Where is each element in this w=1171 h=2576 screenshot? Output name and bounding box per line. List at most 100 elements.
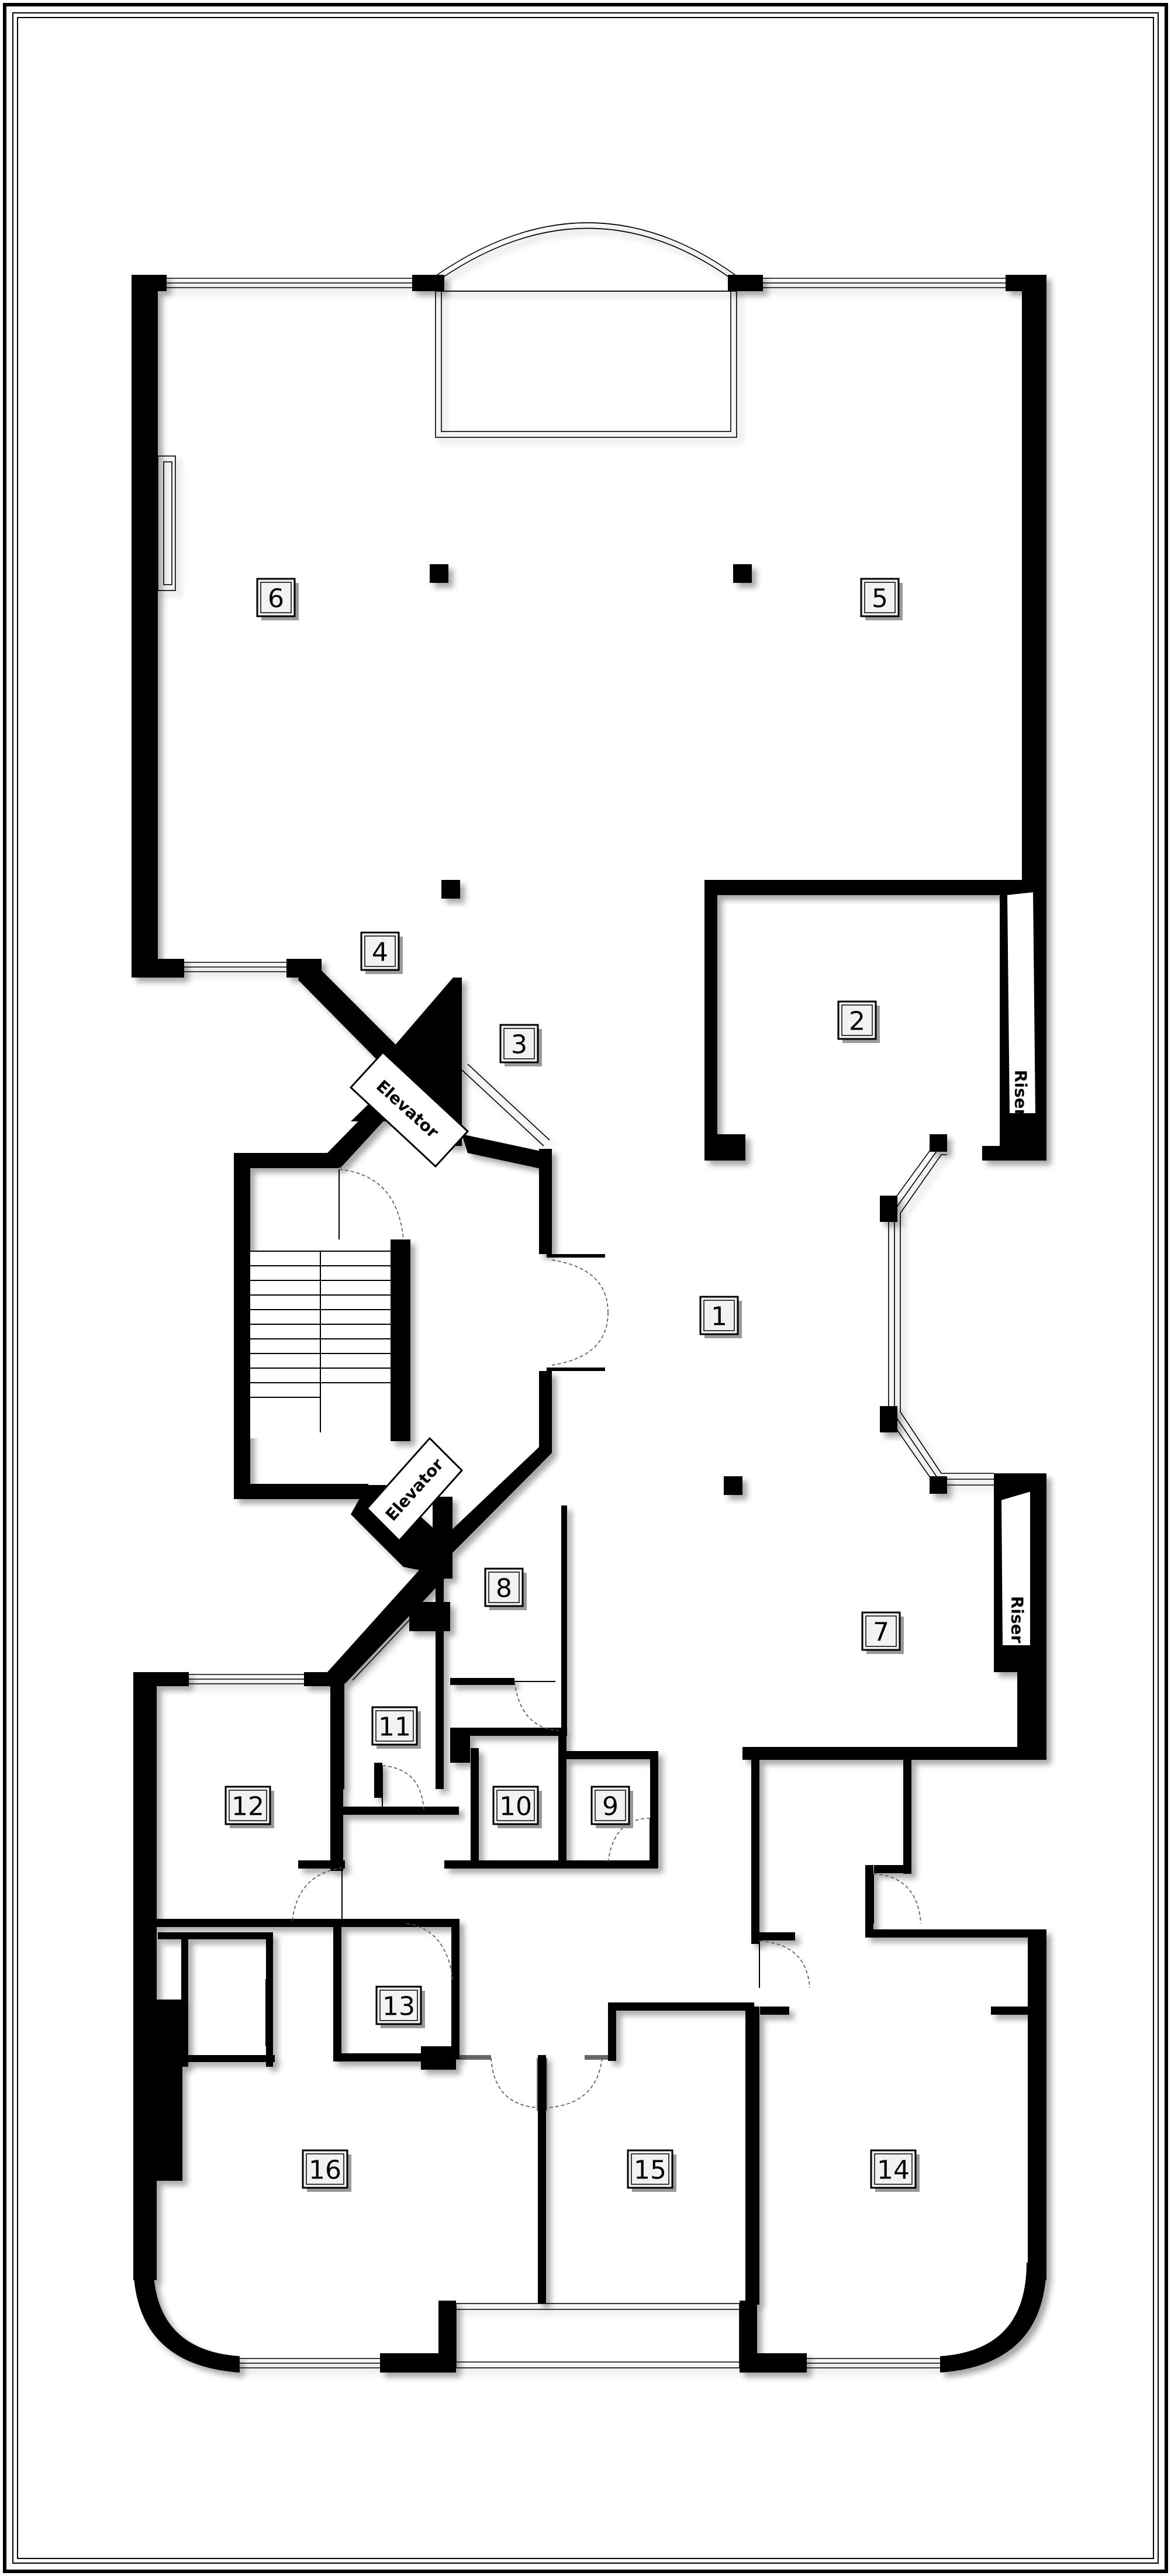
wall-west-upper-foot	[132, 959, 184, 978]
wall-stair-core	[391, 1239, 410, 1441]
room-8-label-box	[484, 1567, 524, 1607]
wall-lobby-east-lower	[539, 1371, 552, 1453]
window-west-room4	[184, 962, 286, 972]
room-9-label: 9	[590, 1786, 633, 1828]
window-north-left	[167, 278, 412, 288]
room-3-label: 3	[499, 1024, 542, 1066]
wall-west-upper	[132, 275, 158, 976]
room-3-label-inner	[503, 1028, 535, 1059]
wall-room12-north-left	[133, 1672, 189, 1686]
door-stair	[338, 1169, 404, 1240]
room-12-label-box	[224, 1786, 271, 1825]
room-5-label-box	[860, 578, 900, 617]
windows	[157, 222, 1038, 2368]
riser-lower-text: Riser	[1008, 1596, 1027, 1643]
room-7-label-box	[861, 1611, 901, 1651]
wall-room2-north	[704, 880, 1046, 895]
window-east-bay	[888, 1142, 994, 1486]
room-12-number: 12	[232, 1792, 264, 1822]
room-11-label-box	[371, 1706, 418, 1746]
room-7-number: 7	[873, 1618, 889, 1648]
room-16-label: 16	[302, 2149, 351, 2192]
window-bay-north	[435, 222, 737, 438]
wall-south-notch-right	[740, 2301, 757, 2373]
doors	[265, 1169, 921, 2111]
wall-room12-south2	[133, 1919, 458, 1927]
room-2-label-box	[837, 1000, 877, 1040]
wall-room10-west	[450, 1728, 470, 1763]
room-13-label-box	[375, 1985, 422, 2025]
wall-zone-south-north	[742, 1747, 1046, 1760]
wall-room9-east	[650, 1751, 658, 1868]
room-2-number: 2	[849, 1007, 865, 1037]
wall-riser-upper-sill	[982, 1146, 1046, 1161]
column-4	[724, 1476, 742, 1495]
room-1-label-box	[699, 1296, 739, 1335]
staircase	[250, 1251, 391, 1438]
room-15-label: 15	[627, 2149, 676, 2192]
room-9-number: 9	[602, 1792, 619, 1822]
room-3-number: 3	[511, 1030, 527, 1060]
room-1-label: 1	[699, 1296, 742, 1338]
wall-room15-north	[608, 2002, 754, 2011]
wall-room15-west	[538, 2055, 546, 2304]
wall-room13-east	[451, 1919, 460, 2059]
wall-sw-corner	[133, 2263, 240, 2373]
room-6-label-box	[256, 578, 296, 617]
window-room11-diag	[347, 1612, 413, 1681]
wall-room11-south	[336, 1807, 459, 1815]
wall-bay-left-post	[412, 275, 444, 291]
room-4-label-inner	[364, 935, 396, 967]
wall-room14-north2	[991, 2007, 1035, 2015]
room-16-label-box	[302, 2149, 348, 2189]
wall-room8-south	[450, 1678, 514, 1685]
room-6-number: 6	[268, 584, 284, 614]
room-13-label-inner	[379, 1990, 418, 2021]
wall-se-corner	[940, 2263, 1046, 2373]
room-13-number: 13	[382, 1992, 415, 2022]
interior-walls	[133, 1505, 1035, 2305]
door-room12	[292, 1867, 343, 1921]
room-10-number: 10	[499, 1792, 532, 1822]
room-16-label-inner	[306, 2153, 344, 2185]
window-west-upper	[157, 455, 176, 591]
room-1-number: 1	[711, 1302, 727, 1332]
room-15-number: 15	[634, 2156, 666, 2185]
wall-stair-north	[234, 1153, 339, 1168]
room-2-label-inner	[841, 1004, 873, 1036]
elevator-lower	[365, 1437, 464, 1542]
wall-east-lower	[1028, 1929, 1046, 2280]
wall-diagonal-entry	[298, 959, 403, 1069]
wall-se-zone-closet-west	[865, 1865, 873, 1935]
wall-room8-east	[561, 1505, 567, 1734]
wall-stair-south	[234, 1484, 368, 1499]
room-5-label-inner	[864, 582, 896, 613]
wall-room8-stem	[436, 1579, 444, 1789]
window-room12-north	[189, 1674, 304, 1684]
window-west-lower	[157, 2005, 178, 2176]
room-4-number: 4	[372, 938, 388, 968]
wall-stair-west	[234, 1153, 250, 1498]
room-12-label: 12	[224, 1786, 274, 1828]
room-11-label: 11	[371, 1706, 421, 1749]
wall-south-notch-left	[438, 2301, 456, 2373]
door-room14-hall	[759, 1940, 810, 1988]
wall-closet-16-west	[181, 1932, 188, 2067]
riser-upper-text: Riser	[1011, 1070, 1031, 1117]
room-8-label-inner	[488, 1572, 520, 1603]
riser-upper-panel	[1006, 890, 1037, 1114]
wall-room12-south	[298, 1860, 345, 1869]
room-8-number: 8	[496, 1574, 512, 1604]
wall-room11-diag	[330, 1593, 409, 1672]
window-south-right	[807, 2358, 940, 2368]
room-15-label-box	[627, 2149, 673, 2189]
wall-room2-west	[704, 880, 717, 1161]
wall-room14-north	[760, 2007, 789, 2015]
riser-lower-label: Riser	[1008, 1596, 1027, 1643]
room-13-label: 13	[375, 1985, 425, 2028]
column-2	[733, 564, 752, 583]
room-1-label-inner	[703, 1300, 735, 1331]
wall-east-upper	[1022, 275, 1046, 883]
column-3	[441, 880, 460, 899]
wall-lobby-ne-diag	[462, 1134, 544, 1169]
